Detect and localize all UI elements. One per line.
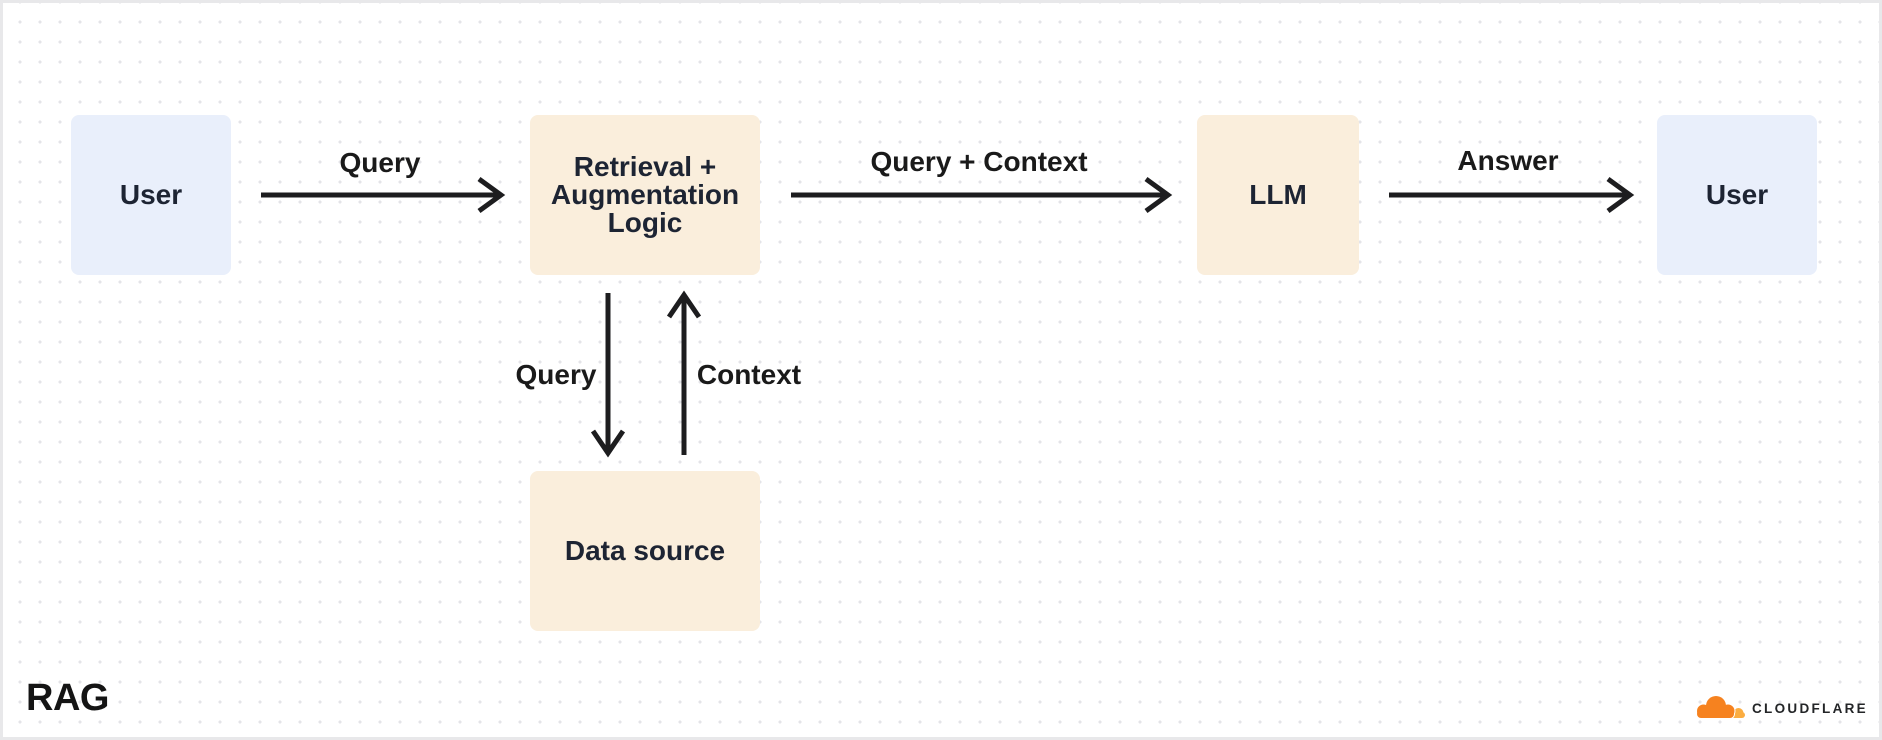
node-user-left: User <box>71 115 231 275</box>
cloudflare-logo: CLOUDFLARE <box>1695 693 1868 723</box>
arrowhead-right-icon <box>1606 176 1635 214</box>
arrowhead-right-icon <box>477 176 506 214</box>
node-llm: LLM <box>1197 115 1359 275</box>
arrowhead-up-icon <box>666 290 702 319</box>
arrowhead-right-icon <box>1144 176 1173 214</box>
arrow-datasource-to-retrieval <box>666 290 702 455</box>
node-retrieval-label: Retrieval + Augmentation Logic <box>550 151 740 238</box>
edge-label-answer: Answer <box>1457 145 1559 176</box>
diagram-title: RAG <box>26 677 109 719</box>
edge-label-query-down: Query <box>515 359 597 390</box>
cloudflare-cloud-icon <box>1696 695 1745 719</box>
cloudflare-wordmark: CLOUDFLARE <box>1752 700 1868 716</box>
node-user-right-label: User <box>1705 179 1769 210</box>
cloud-main-fill <box>1697 696 1735 718</box>
node-data-source: Data source <box>530 471 760 631</box>
node-retrieval-augmentation-logic: Retrieval + Augmentation Logic <box>530 115 760 275</box>
node-user-left-label: User <box>119 179 183 210</box>
arrow-llm-to-user <box>1389 176 1635 214</box>
node-user-right: User <box>1657 115 1817 275</box>
edge-label-query-context: Query + Context <box>870 146 1088 177</box>
arrow-user-to-retrieval <box>261 176 506 214</box>
arrow-retrieval-to-datasource <box>590 293 626 458</box>
arrow-retrieval-to-llm <box>791 176 1173 214</box>
edge-label-query: Query <box>339 147 421 178</box>
node-llm-label: LLM <box>1249 179 1307 210</box>
node-data-source-label: Data source <box>564 535 726 566</box>
edge-label-context-up: Context <box>696 359 802 390</box>
arrowhead-down-icon <box>590 429 626 458</box>
